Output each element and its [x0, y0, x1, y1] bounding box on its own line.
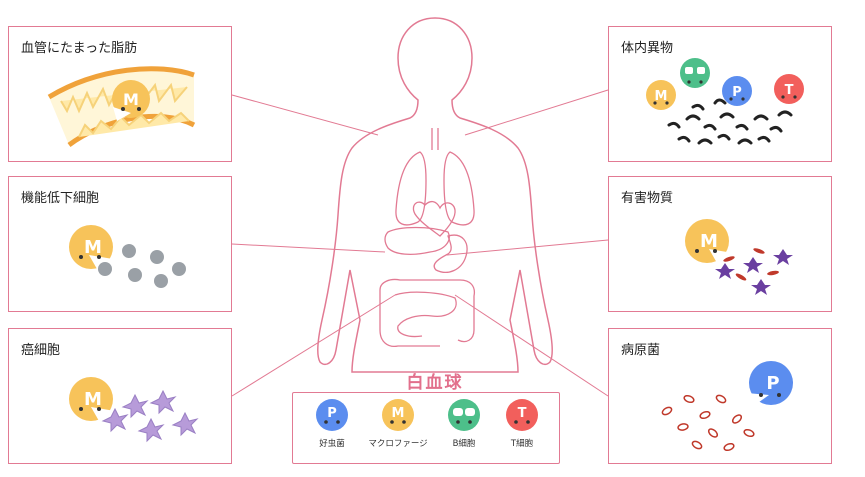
pathogen-p-icon: P	[316, 399, 348, 431]
panel-title: 病原菌	[621, 343, 661, 358]
dysfunctional-cell-icon	[122, 244, 136, 258]
cancer-cell-icon	[171, 411, 199, 437]
heart	[412, 200, 456, 237]
foreign-particles	[667, 98, 793, 145]
panel-cancer-cells: 癌細胞 M	[8, 328, 232, 464]
pathogen-p-icon: P	[722, 76, 752, 106]
trachea	[431, 128, 439, 150]
cancer-cell-icon	[137, 417, 165, 443]
connector-right-middle	[446, 239, 609, 256]
legend-item-b-cell: B細胞	[431, 397, 497, 461]
cancer-cell-group	[101, 389, 199, 443]
pathogen-group	[661, 394, 755, 452]
svg-text:P: P	[327, 406, 337, 421]
body-outline	[317, 17, 553, 373]
svg-text:P: P	[732, 85, 742, 100]
dysfunctional-cell-icon	[128, 268, 142, 282]
dysfunctional-cell-icon	[154, 274, 168, 288]
svg-text:M: M	[84, 389, 102, 410]
b-cell-icon	[448, 399, 480, 431]
connector-left-top	[231, 94, 379, 136]
legend-label: B細胞	[452, 439, 476, 449]
panel-foreign-bodies: 体内異物 M P T	[608, 26, 832, 162]
legend-box: P 好虫菌 M マクロファージ B細胞 T T細胞	[292, 392, 560, 464]
stomach	[433, 234, 468, 273]
connector-lines	[231, 89, 609, 397]
connector-left-middle	[231, 243, 386, 253]
small-intestine	[394, 291, 457, 338]
svg-text:P: P	[766, 373, 779, 394]
cancer-cells-illustration: M	[69, 377, 199, 443]
connector-right-bottom	[454, 294, 609, 397]
dysfunctional-cell-icon	[172, 262, 186, 276]
macrophage-icon: M	[69, 225, 113, 269]
lung-left	[395, 151, 427, 226]
harmful-substances-illustration: M	[685, 219, 793, 295]
macrophage-icon: M	[685, 219, 733, 263]
vessel-fat-illustration: M	[47, 66, 196, 148]
macrophage-icon: M	[69, 377, 115, 421]
legend-label: T細胞	[510, 439, 534, 449]
dysfunctional-cell-icon	[98, 262, 112, 276]
lung-right	[443, 151, 475, 226]
dysfunctional-cell-icon	[150, 250, 164, 264]
legend-title: 白血球	[406, 373, 464, 393]
connector-left-bottom	[231, 294, 396, 397]
legend-label: マクロファージ	[368, 439, 428, 449]
svg-text:M: M	[123, 90, 139, 109]
connector-right-top	[464, 89, 609, 136]
panel-title: 血管にたまった脂肪	[21, 41, 138, 56]
pathogens-illustration: P	[661, 361, 793, 452]
legend-label: 好虫菌	[319, 439, 345, 449]
dysfunctional-cells-illustration: M	[69, 225, 186, 288]
cancer-cell-icon	[149, 389, 177, 415]
legend-item-t-cell: T T細胞	[489, 397, 555, 461]
svg-text:M: M	[84, 237, 102, 258]
panel-vessel-fat: 血管にたまった脂肪 M	[8, 26, 232, 162]
svg-text:M: M	[700, 231, 718, 252]
svg-text:M: M	[655, 89, 668, 104]
large-intestine	[379, 278, 476, 348]
cancer-cell-icon	[121, 393, 149, 419]
foreign-bodies-illustration: M P T	[646, 58, 804, 145]
panel-title: 体内異物	[621, 41, 674, 56]
svg-text:T: T	[785, 83, 794, 98]
panel-dysfunctional-cells: 機能低下細胞 M	[8, 176, 232, 312]
macrophage-icon: M	[646, 80, 676, 110]
cancer-cell-icon	[101, 407, 129, 433]
svg-text:T: T	[518, 406, 527, 421]
panel-title: 癌細胞	[21, 343, 61, 358]
macrophage-icon: M	[382, 399, 414, 431]
macrophage-icon: M	[112, 80, 150, 121]
harmful-particle-group	[715, 248, 793, 295]
panel-title: 機能低下細胞	[21, 191, 100, 206]
svg-text:M: M	[392, 406, 405, 421]
panel-pathogens: 病原菌 P	[608, 328, 832, 464]
internal-organs	[379, 128, 476, 348]
panel-title: 有害物質	[621, 191, 674, 206]
b-cell-icon	[680, 58, 710, 88]
t-cell-icon: T	[774, 74, 804, 104]
panel-harmful-substances: 有害物質 M	[608, 176, 832, 312]
legend-item-macrophage: M マクロファージ	[365, 397, 431, 461]
pathogen-p-icon: P	[747, 361, 793, 405]
legend-item-pathogen: P 好虫菌	[299, 397, 365, 461]
t-cell-icon: T	[506, 399, 538, 431]
dysfunctional-cell-group	[98, 244, 186, 288]
liver	[384, 226, 450, 255]
